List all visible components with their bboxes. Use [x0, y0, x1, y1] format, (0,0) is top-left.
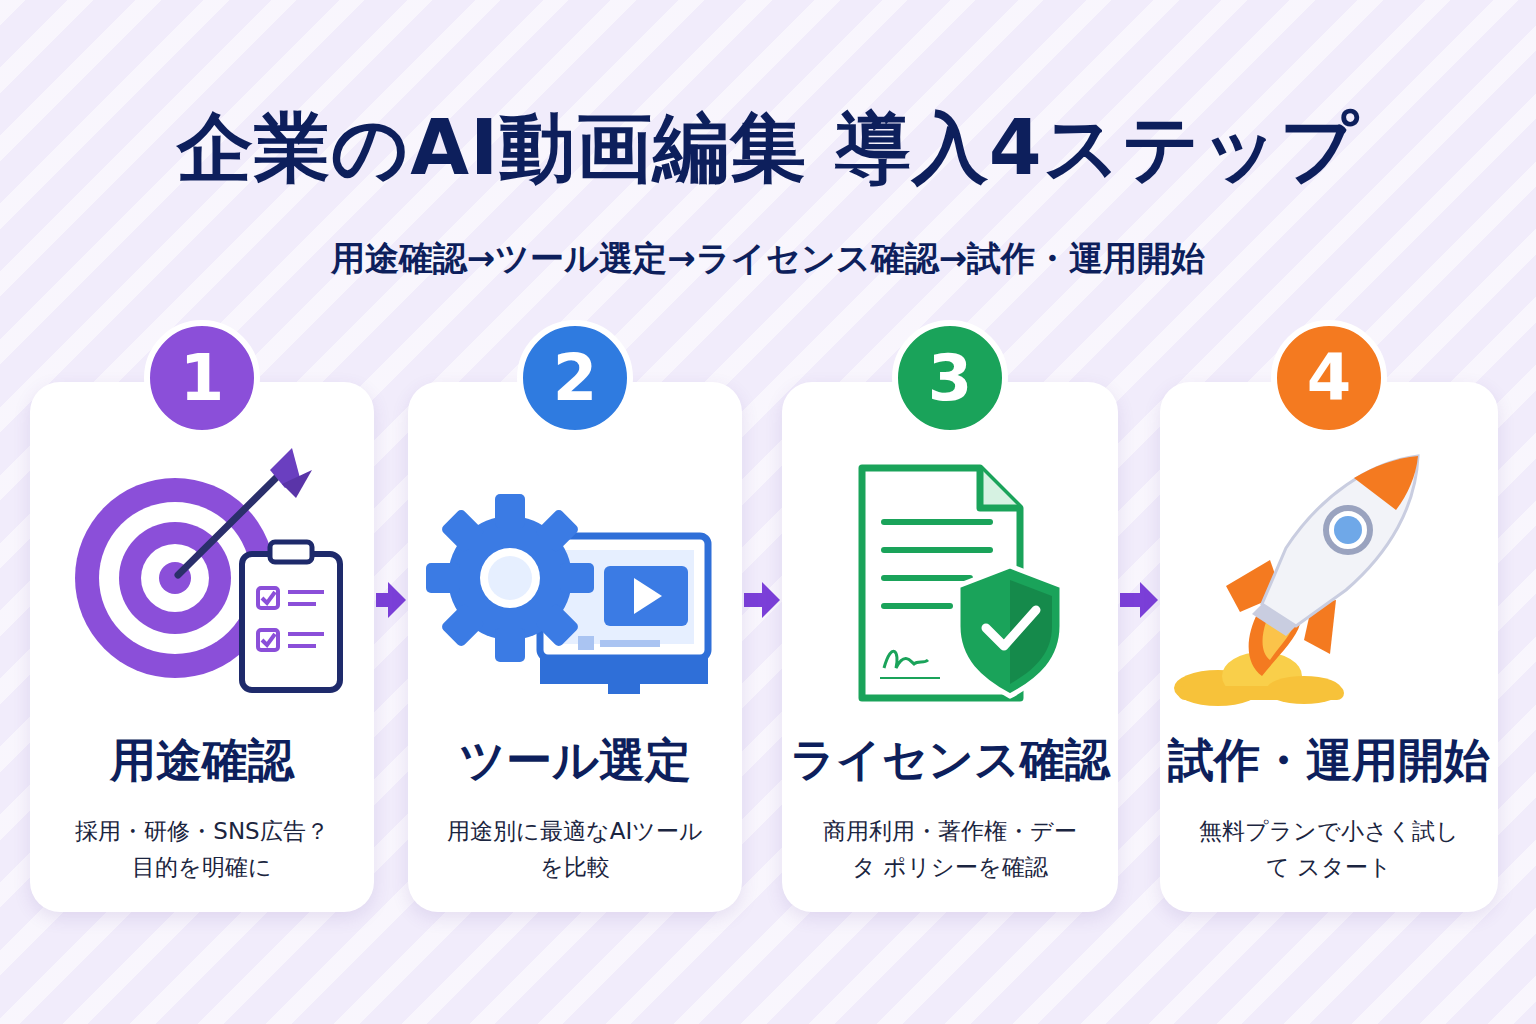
step-heading: 用途確認	[36, 730, 368, 792]
callout-number: 1	[180, 341, 225, 415]
step-number-circle: 3	[892, 320, 1008, 436]
step-heading: 試作・運用開始	[1166, 730, 1492, 792]
step-number-circle: 2	[517, 320, 633, 436]
callout-number: 3	[928, 341, 973, 415]
step-number-circle: 4	[1271, 320, 1387, 436]
step-description: 無料プランで小さく試して スタート	[1194, 814, 1464, 885]
step-description: 商用利用・著作権・データ ポリシーを確認	[816, 814, 1084, 885]
step-number-circle: 1	[144, 320, 260, 436]
callout-number: 4	[1307, 341, 1352, 415]
step-card: ライセンス確認商用利用・著作権・データ ポリシーを確認3	[782, 382, 1118, 912]
step-card: 試作・運用開始無料プランで小さく試して スタート4	[1160, 382, 1498, 912]
step-description: 採用・研修・SNS広告？ 目的を明確に	[64, 814, 340, 885]
step-arrow	[1120, 582, 1158, 618]
step-heading: ライセンス確認	[788, 730, 1112, 790]
step-arrow	[376, 582, 406, 618]
flow-summary: 用途確認→ツール選定→ライセンス確認→試作・運用開始	[0, 236, 1536, 282]
step-heading: ツール選定	[414, 730, 736, 792]
step-card: 用途確認採用・研修・SNS広告？ 目的を明確に1	[30, 382, 374, 912]
callout-number: 2	[553, 341, 598, 415]
step-description: 用途別に最適なAIツールを比較	[442, 814, 708, 885]
step-arrow	[744, 582, 780, 618]
diagram-title: 企業のAI動画編集 導入4ステップ	[0, 98, 1536, 201]
step-card: ツール選定用途別に最適なAIツールを比較2	[408, 382, 742, 912]
